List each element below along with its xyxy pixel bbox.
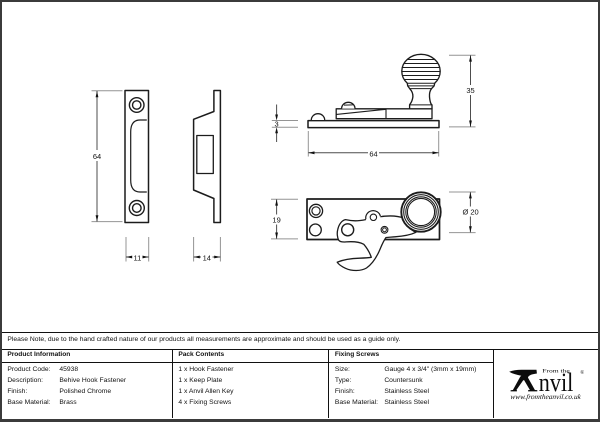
svg-text:www.fromtheanvil.co.uk: www.fromtheanvil.co.uk (510, 393, 582, 401)
svg-text:Ø 20: Ø 20 (462, 208, 478, 217)
svg-text:64: 64 (93, 152, 101, 161)
svg-text:3: 3 (275, 120, 279, 129)
svg-text:nvil: nvil (539, 368, 574, 397)
svg-text:From the: From the (542, 369, 570, 375)
svg-text:14: 14 (203, 253, 211, 262)
svg-text:35: 35 (466, 86, 474, 95)
svg-text:19: 19 (272, 215, 280, 224)
svg-text:11: 11 (134, 253, 142, 262)
svg-text:®: ® (580, 369, 584, 376)
svg-text:64: 64 (369, 150, 377, 159)
